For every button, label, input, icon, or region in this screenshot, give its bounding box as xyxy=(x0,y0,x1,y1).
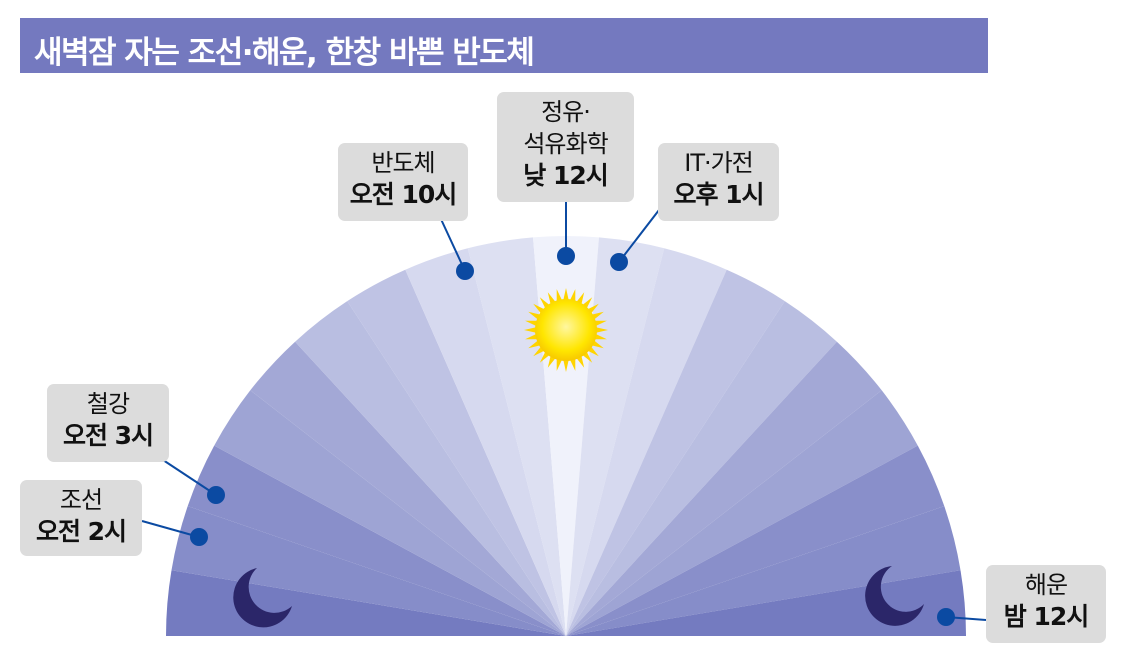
fan-wedge xyxy=(566,237,665,636)
fan-wedge xyxy=(405,248,566,636)
fan-wedge xyxy=(214,390,566,636)
fan-wedge xyxy=(566,445,945,636)
label-steel: 철강 오전 3시 xyxy=(47,384,169,462)
fan-wedge xyxy=(250,341,567,636)
industry-time: 오전 10시 xyxy=(349,180,458,209)
time-fan xyxy=(166,236,966,636)
leader-line-semiconductor xyxy=(439,216,466,272)
sun-icon xyxy=(524,288,608,372)
marker-petrochemical xyxy=(557,247,575,265)
industry-name-line2: 석유화학 xyxy=(523,130,608,158)
industry-name: 조선 xyxy=(59,486,103,514)
industry-name: 철강 xyxy=(86,390,130,418)
fan-wedge xyxy=(295,301,566,636)
marker-steel xyxy=(207,486,225,504)
label-shipbuilding: 조선 오전 2시 xyxy=(20,480,142,556)
fan-wedge xyxy=(566,390,918,636)
industry-time: 낮 12시 xyxy=(523,161,609,190)
label-shipping: 해운 밤 12시 xyxy=(986,565,1106,643)
fan-wedge xyxy=(566,570,966,636)
fan-wedge xyxy=(566,269,785,636)
fan-wedge xyxy=(566,506,961,636)
marker-it-electronics xyxy=(610,253,628,271)
leader-line-shipbuilding xyxy=(141,520,200,538)
leader-line-it-electronics xyxy=(618,209,660,263)
industry-name: 해운 xyxy=(1024,571,1068,599)
crescent-moon-icon xyxy=(865,566,924,626)
leader-line-steel xyxy=(159,457,217,496)
fan-wedge xyxy=(347,269,566,636)
fan-wedge xyxy=(171,506,566,636)
page-title: 새벽잠 자는 조선·해운, 한창 바쁜 반도체 xyxy=(34,35,535,71)
marker-semiconductor xyxy=(456,262,474,280)
fan-wedge xyxy=(566,248,727,636)
marker-shipbuilding xyxy=(190,528,208,546)
label-it-electronics: IT·가전 오후 1시 xyxy=(658,143,779,221)
label-semiconductor: 반도체 오전 10시 xyxy=(338,143,468,221)
crescent-moon-icon xyxy=(233,568,292,628)
title-bar: 새벽잠 자는 조선·해운, 한창 바쁜 반도체 xyxy=(20,18,988,73)
leader-lines xyxy=(141,198,987,621)
industry-time: 오후 1시 xyxy=(673,180,764,209)
industry-time: 밤 12시 xyxy=(1003,602,1090,631)
industry-time: 오전 3시 xyxy=(62,421,154,450)
industry-name: IT·가전 xyxy=(684,149,754,177)
label-petrochemical: 정유· 석유화학 낮 12시 xyxy=(497,92,634,202)
marker-shipping xyxy=(937,608,955,626)
industry-name-line1: 정유· xyxy=(541,98,591,126)
fan-wedge xyxy=(566,301,837,636)
fan-wedge xyxy=(467,237,566,636)
industry-time: 오전 2시 xyxy=(35,517,127,546)
fan-wedge xyxy=(187,445,566,636)
industry-name: 반도체 xyxy=(371,149,435,177)
fan-wedge xyxy=(566,341,882,636)
